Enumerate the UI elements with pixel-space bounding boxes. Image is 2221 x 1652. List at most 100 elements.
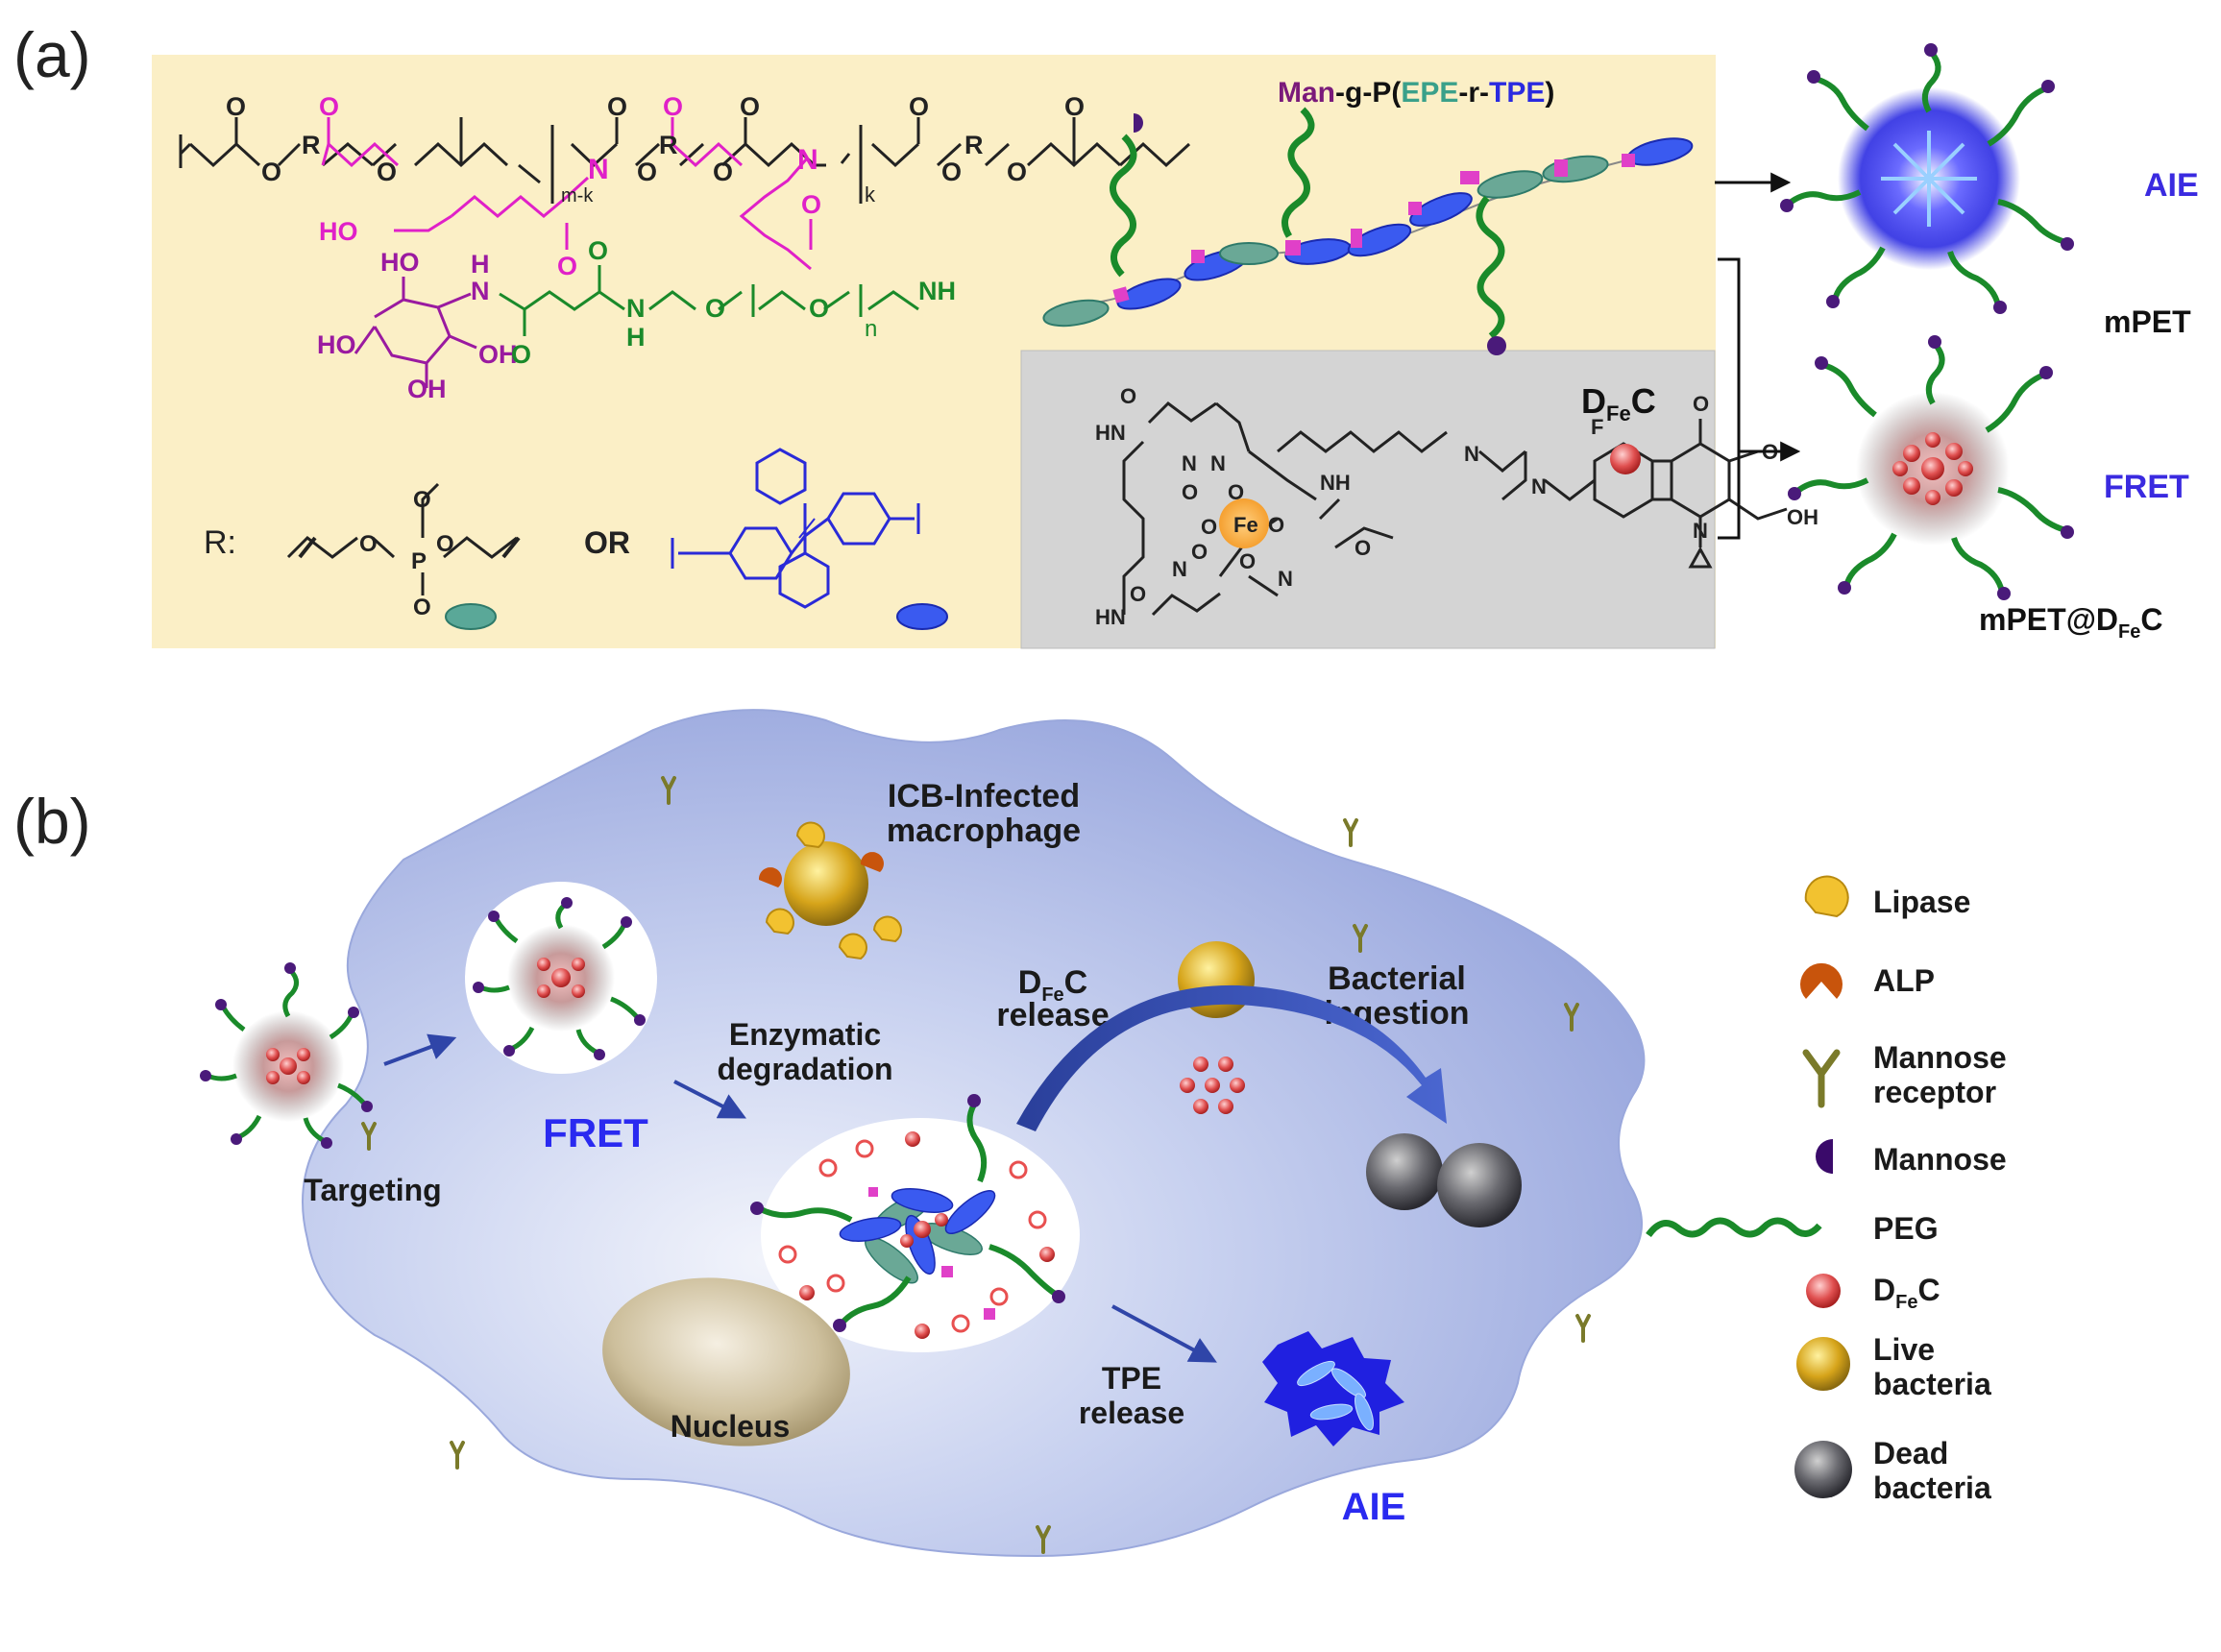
atom-o-green-4: O <box>809 294 829 323</box>
enzymatic-arrow <box>673 1080 746 1119</box>
fe-core <box>1219 498 1269 548</box>
atom-oh-sugar-1: OH <box>478 340 518 369</box>
legend-dead-bacteria-icon <box>1794 1441 1852 1498</box>
nucleus <box>602 1277 850 1446</box>
atom-n-green: N <box>626 294 646 323</box>
dfec-label-d: D <box>1581 381 1606 421</box>
atom-o-9: O <box>941 158 962 186</box>
drug-atom-o-4: O <box>1201 515 1217 539</box>
legend: Lipase ALP Mannose receptor Mannose PEG … <box>1646 875 2007 1505</box>
atom-nh-green: NH <box>918 277 956 305</box>
atom-p: P <box>411 548 427 574</box>
aie-label-a: AIE <box>2144 167 2199 204</box>
atom-o-r-1: O <box>359 531 378 557</box>
mpet-dfec-sub: Fe <box>2118 621 2140 643</box>
nucleus-label: Nucleus <box>671 1409 790 1444</box>
atom-r-3: R <box>964 131 984 159</box>
atom-r-2: R <box>659 131 678 159</box>
atom-o-8: O <box>909 92 929 121</box>
subscript-n: n <box>865 316 877 342</box>
drug-atom-n-5: N <box>1464 442 1479 466</box>
released-dfec <box>1180 1057 1245 1114</box>
dead-bacteria-b <box>1366 1133 1522 1227</box>
atom-o-1: O <box>226 92 246 121</box>
atom-h-sugar: H <box>471 250 490 279</box>
polymer-name-r: -r- <box>1458 77 1489 109</box>
targeting-label: Targeting <box>304 1173 441 1207</box>
atom-oh-sugar-2: OH <box>407 375 447 403</box>
legend-live-2: bacteria <box>1873 1367 1991 1401</box>
atom-o-green-3: O <box>705 294 725 323</box>
mpet-dfec-c: C <box>2140 602 2162 637</box>
tpe-label-1: TPE <box>1102 1361 1161 1396</box>
atom-o-2: O <box>261 158 281 186</box>
atom-o-r-3: O <box>413 487 431 513</box>
legend-dfec-d: D <box>1873 1273 1895 1307</box>
atom-o-green-1: O <box>511 340 531 369</box>
legend-mannose-receptor-icon <box>1802 1049 1841 1108</box>
tpe-structure <box>671 448 920 609</box>
drug-atom-o-6: O <box>1191 540 1208 564</box>
legend-dead-1: Dead <box>1873 1436 1948 1470</box>
degraded-micelle <box>750 1094 1065 1339</box>
targeting-arrow <box>383 1033 457 1066</box>
drug-dfec-structure <box>1122 401 1788 617</box>
legend-lipase: Lipase <box>1873 885 1970 919</box>
legend-dfec-sub: Fe <box>1895 1292 1917 1313</box>
peg-linker-structure <box>499 265 919 336</box>
drug-atom-f: F <box>1591 415 1603 439</box>
atom-o-m1: O <box>319 92 339 121</box>
drug-atom-fe: Fe <box>1233 513 1258 537</box>
legend-dead-2: bacteria <box>1873 1470 1991 1505</box>
release-label-2: release <box>996 997 1109 1033</box>
release-label-c: C <box>1064 964 1088 1001</box>
drug-atom-n-3: N <box>1172 557 1187 581</box>
fret-label-b: FRET <box>543 1110 648 1155</box>
drug-atom-n-7: N <box>1693 519 1708 543</box>
release-label-sub: Fe <box>1041 984 1063 1006</box>
legend-mannose: Mannose <box>1873 1142 2007 1177</box>
drug-atom-n-6: N <box>1531 474 1547 498</box>
drug-atom-nh: NH <box>1320 471 1351 495</box>
legend-alp-icon <box>1800 962 1843 999</box>
drug-atom-o-5: O <box>1268 513 1284 537</box>
mpet-label: mPET <box>2104 304 2191 339</box>
r-group-label: R: <box>204 524 236 561</box>
drug-atom-hn-2: HN <box>1095 605 1126 629</box>
atom-n-sugar: N <box>471 277 490 305</box>
aie-aggregate-b <box>1262 1331 1404 1446</box>
fret-label-a: FRET <box>2104 469 2189 505</box>
atom-o-r-4: O <box>413 595 431 620</box>
legend-live-bacteria-icon <box>1796 1337 1850 1391</box>
mpet-dfec-main: mPET@D <box>1979 602 2118 637</box>
atom-o-7: O <box>740 92 760 121</box>
tpe-label-2: release <box>1079 1396 1184 1430</box>
panel-a-label: (a) <box>13 19 91 90</box>
atom-o-4: O <box>607 92 627 121</box>
drug-atom-n-1: N <box>1182 451 1197 475</box>
panel-a-arrows <box>1715 172 1801 540</box>
drug-atom-o-8: O <box>1130 582 1146 606</box>
subscript-m-k: m-k <box>561 185 594 206</box>
legend-mannose-receptor-2: receptor <box>1873 1075 1996 1109</box>
enzymatic-label-2: degradation <box>717 1052 892 1086</box>
legend-mannose-icon <box>1816 1139 1833 1174</box>
polymer-name-tpe: TPE <box>1489 77 1545 109</box>
fret-micelle-a <box>1788 335 2074 600</box>
cell-title-1: ICB-Infected <box>888 778 1080 814</box>
mannose-receptors <box>361 776 1591 1554</box>
atom-o-3: O <box>377 158 397 186</box>
aie-micelle-a <box>1780 43 2074 314</box>
drug-atom-oh: OH <box>1787 505 1818 529</box>
atom-n-2: N <box>797 144 818 176</box>
atom-ho-sugar-1: HO <box>380 248 420 277</box>
subscript-k: k <box>865 182 876 206</box>
polymer-name-man: Man <box>1278 77 1335 109</box>
drug-atom-o-9: O <box>1355 536 1371 560</box>
drug-atom-o-10: O <box>1693 392 1709 416</box>
svg-text:Man-g-P(EPE-r-TPE): Man-g-P(EPE-r-TPE) <box>1278 77 1554 109</box>
legend-dfec-icon <box>1806 1274 1841 1308</box>
legend-peg: PEG <box>1873 1211 1939 1246</box>
polymer-name-close: ) <box>1545 77 1554 109</box>
